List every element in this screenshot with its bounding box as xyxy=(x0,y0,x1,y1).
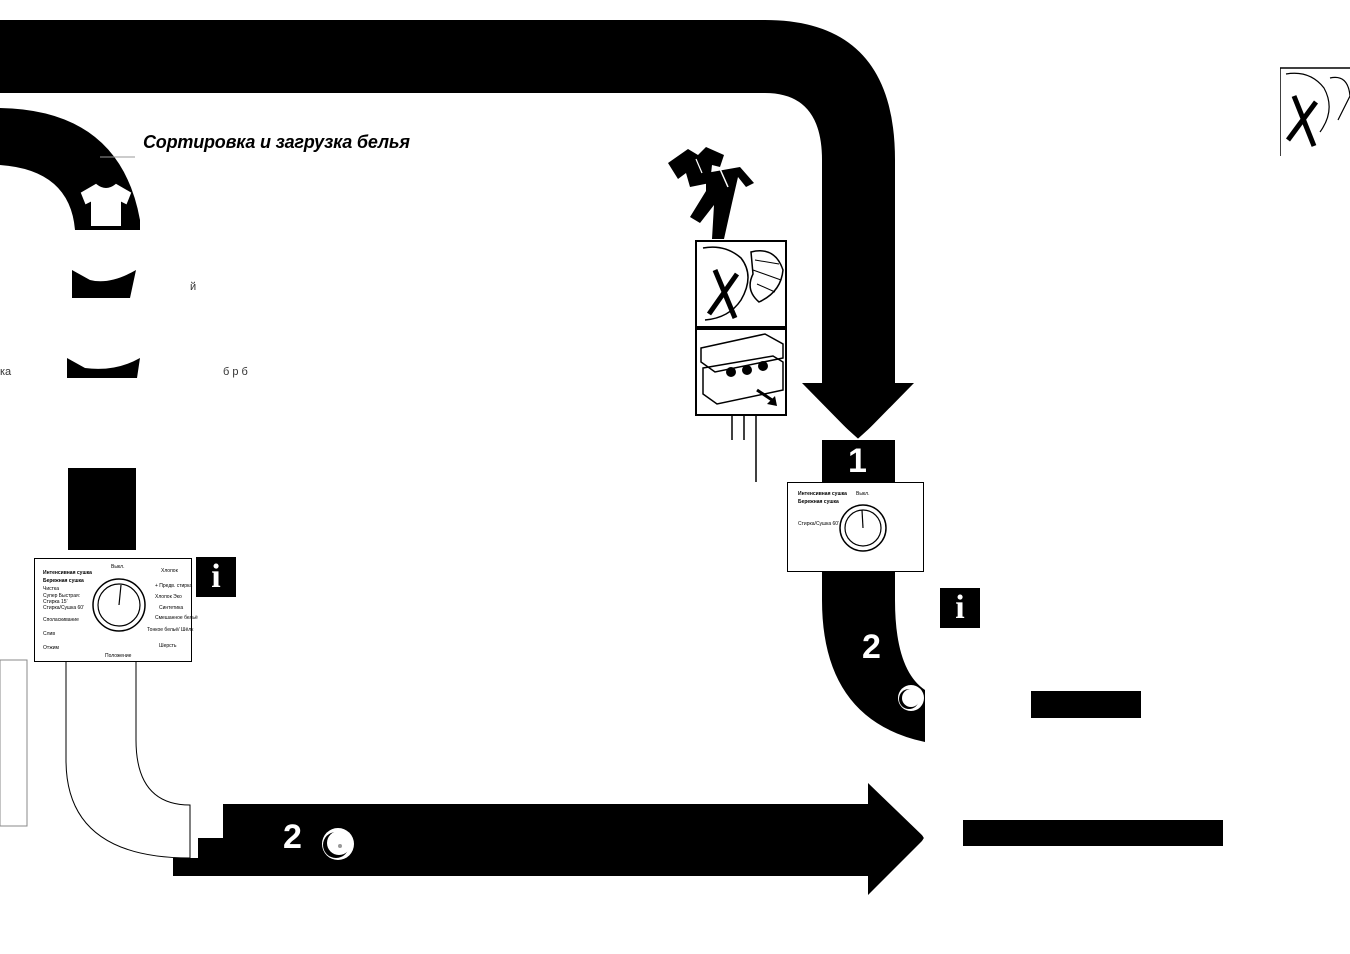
knob-icon xyxy=(898,685,924,711)
info-icon: i xyxy=(940,588,980,628)
knob-icon xyxy=(322,828,354,860)
off-label: Выкл. xyxy=(856,491,870,497)
program-label: Слив xyxy=(43,631,55,637)
program-label: Отжим xyxy=(43,645,59,651)
program-label: Стирка 15’ xyxy=(43,599,68,605)
program-label: Тонкое бельё/ Шёлк xyxy=(147,627,194,633)
section-title: Сортировка и загрузка белья xyxy=(143,132,410,152)
program-selector-dial xyxy=(92,578,146,632)
clothing-sorting-icon xyxy=(668,147,754,239)
program-label: Бережная сушка xyxy=(43,578,84,584)
off-label: Выкл. xyxy=(111,564,125,570)
step-number-2-bottom: 2 xyxy=(283,818,302,856)
position-label: Положение xyxy=(105,653,132,659)
info-icon: i xyxy=(196,557,236,597)
program-label: Стирка/Сушка 60’ xyxy=(798,521,840,527)
highlight-bar xyxy=(963,820,1223,846)
control-panel-illustration-step1: Интенсивная сушка Бережная сушка Стирка/… xyxy=(787,482,924,572)
program-label: Шерсть xyxy=(159,643,177,649)
program-label: Чистка xyxy=(43,586,59,592)
program-label: Бережная сушка xyxy=(798,499,839,505)
program-label: Споласкивание xyxy=(43,617,79,623)
program-label: Интенсивная сушка xyxy=(43,570,92,576)
program-label: Смешанное бельё xyxy=(155,615,198,621)
highlight-bar xyxy=(1031,691,1141,718)
program-label: Интенсивная сушка xyxy=(798,491,847,497)
text-fragment: й xyxy=(190,281,197,293)
text-fragment: ка xyxy=(0,366,12,378)
control-panel-illustration: Интенсивная сушка Бережная сушка Чистка … xyxy=(34,558,198,662)
drum-overload-illustration-partial xyxy=(1280,67,1350,156)
program-label: Стирка/Сушка 60’ xyxy=(43,605,85,611)
tshirt-icon xyxy=(80,183,132,226)
drum-overload-illustration xyxy=(695,240,787,328)
program-label: Хлопок xyxy=(161,568,178,574)
program-label: Супер Быстрая: xyxy=(43,593,81,599)
program-label: Синтетика xyxy=(159,605,184,611)
detergent-drawer-illustration xyxy=(695,328,787,416)
text-fragment: б р б xyxy=(223,366,248,378)
step-number-1: 1 xyxy=(848,442,867,480)
step-number-2: 2 xyxy=(862,628,881,666)
program-label: + Предв. стирка xyxy=(155,583,193,589)
program-label: Хлопок Эко xyxy=(155,594,182,600)
program-selector-dial xyxy=(839,504,887,552)
